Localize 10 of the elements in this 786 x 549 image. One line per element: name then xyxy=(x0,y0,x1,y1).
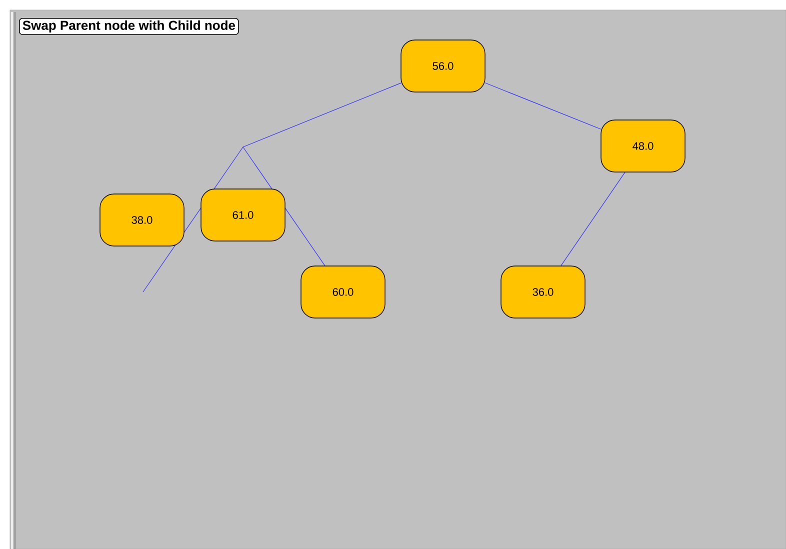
connector-line xyxy=(560,172,626,266)
connector-line xyxy=(484,82,602,130)
value-node: 48.0 xyxy=(600,120,686,172)
value-node: 56.0 xyxy=(400,40,486,92)
value-node: 38.0 xyxy=(100,194,184,246)
value-node: 36.0 xyxy=(500,266,586,318)
value-node: 60.0 xyxy=(300,266,386,318)
connector-line xyxy=(242,82,402,148)
title-label: Swap Parent node with Child node xyxy=(19,18,239,35)
value-node: 61.0 xyxy=(200,188,286,242)
